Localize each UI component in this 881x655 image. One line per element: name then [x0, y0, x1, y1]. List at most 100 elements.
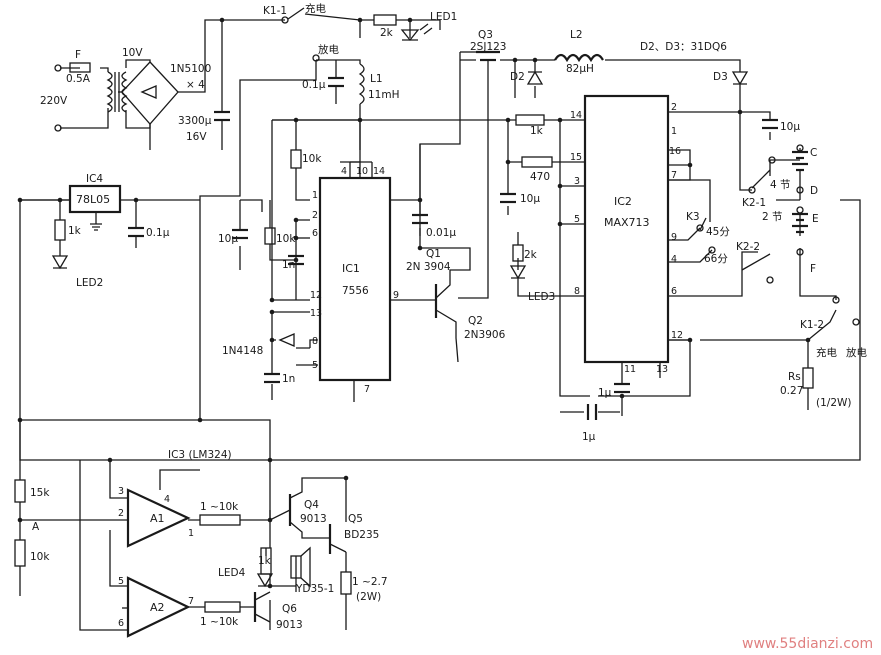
pin-number: 2: [671, 102, 677, 113]
pin-number: 7: [671, 170, 677, 181]
label-node-a: A: [32, 521, 40, 533]
label-r-1-10k-a: 1 ~10k: [200, 501, 239, 513]
label-ic4: IC4: [86, 173, 103, 185]
pin-number: 2: [312, 210, 318, 221]
label-bridge: 1N5100: [170, 63, 211, 75]
label-l1: L1: [370, 73, 383, 85]
label-r10k-div: 10k: [30, 551, 50, 563]
label-k2-2: K2-2: [736, 241, 760, 253]
regulator-ic4: [51, 184, 144, 270]
label-four-cell: 4 节: [770, 179, 791, 191]
label-r1k-led2: 1k: [68, 225, 82, 237]
label-r-load-pow: (2W): [356, 591, 381, 603]
label-q6-part: 9013: [276, 619, 303, 631]
label-bridge-n: × 4: [186, 79, 205, 91]
label-l2-val: 82μH: [566, 63, 594, 75]
label-batt-c: C: [810, 147, 817, 159]
ic1-7556: [318, 176, 392, 382]
switch-k3: [696, 217, 707, 232]
diode-d2: [526, 70, 544, 85]
pin-number: 12: [310, 290, 322, 301]
pin-number: 3: [118, 486, 124, 497]
pin-number: 6: [312, 228, 318, 239]
label-c01-l1: 0.1μ: [302, 79, 326, 91]
label-rs: Rs: [788, 371, 801, 383]
label-spk: YD35-1: [295, 583, 334, 595]
ic2-max713: [500, 94, 670, 420]
label-c1n-a: 1n: [282, 259, 295, 271]
label-t45: 45分: [706, 226, 730, 238]
label-c1n-b: 1n: [282, 373, 295, 385]
inductor-l2: [554, 53, 604, 63]
op-amps: [14, 479, 241, 638]
transformer: [106, 71, 128, 113]
battery-stack: [792, 144, 808, 256]
label-fuse-val: 0.5A: [66, 73, 91, 85]
label-c1u-b: 1μ: [582, 431, 596, 443]
label-q5: Q5: [348, 513, 363, 525]
label-led4: LED4: [218, 567, 246, 579]
label-fuse: F: [75, 49, 81, 61]
label-led2: LED2: [76, 277, 103, 289]
label-r15k: 15k: [30, 487, 50, 499]
pin-number: 14: [373, 166, 385, 177]
pin-number: 6: [118, 618, 124, 629]
pin-number: 2: [118, 508, 124, 519]
mosfet-q3: [460, 50, 500, 72]
pin-number: 1: [312, 190, 318, 201]
pin-number: 16: [669, 146, 681, 157]
label-charge-top: 充电: [305, 2, 326, 15]
label-r-1-10k-b: 1 ~10k: [200, 616, 239, 628]
pin-number: 9: [671, 232, 677, 243]
pin-numbers: 4 10 14 1 2 6 12 13 8 5 9 7 14 15 3 5 8 …: [118, 102, 683, 629]
pin-number: 13: [310, 308, 322, 319]
label-r470: 470: [530, 171, 550, 183]
label-rs-pow: (1/2W): [816, 397, 851, 409]
label-c10u-ic2: 10μ: [520, 193, 540, 205]
label-k3: K3: [686, 211, 700, 223]
label-a1: A1: [150, 512, 165, 525]
label-ic1: IC1: [342, 262, 360, 275]
junction-dots: [17, 17, 811, 589]
pin-number: 4: [164, 494, 170, 505]
pin-number: 5: [118, 576, 124, 587]
label-k1-2: K1-2: [800, 319, 824, 331]
label-q2: Q2: [468, 315, 483, 327]
label-c10u-out: 10μ: [780, 121, 800, 133]
pin-number: 11: [624, 364, 636, 375]
switch-k1-2: [832, 296, 860, 326]
switch-k2-2: [708, 246, 774, 284]
led1: [400, 23, 433, 42]
label-c10u-ic1: 10μ: [218, 233, 238, 245]
pin-number: 7: [188, 596, 194, 607]
ic1-passives: [232, 149, 428, 384]
label-q1-part: 2N 3904: [406, 261, 451, 273]
label-q4-part: 9013: [300, 513, 327, 525]
resistor-2k-top: [373, 14, 397, 26]
label-r1k-ic2: 1k: [530, 125, 544, 137]
fuse: [54, 62, 91, 132]
label-ic2: IC2: [614, 195, 632, 208]
label-r1k-led4: 1k: [258, 555, 272, 567]
label-q2-part: 2N3906: [464, 329, 506, 341]
capacitor-10u-out: [762, 118, 778, 130]
label-discharge-top: 放电: [318, 43, 339, 56]
label-rs-val: 0.27: [780, 385, 803, 397]
wiring: [19, 13, 861, 631]
label-q3: Q3: [478, 29, 493, 41]
label-a2: A2: [150, 601, 165, 614]
pin-number: 5: [574, 214, 580, 225]
pin-number: 5: [312, 360, 318, 371]
pin-number: 1: [671, 126, 677, 137]
label-ac-in: 220V: [40, 95, 68, 107]
pin-number: 14: [570, 110, 582, 121]
diode-d3: [731, 71, 749, 86]
label-r10k-a: 10k: [302, 153, 322, 165]
label-q4: Q4: [304, 499, 319, 511]
label-r2k-top: 2k: [380, 27, 394, 39]
resistor-rs: [802, 367, 814, 389]
label-q5-part: BD235: [344, 529, 379, 541]
label-t66: 66分: [704, 253, 728, 265]
label-r-load: 1 ~2.7: [352, 576, 388, 588]
pin-number: 7: [364, 384, 370, 395]
